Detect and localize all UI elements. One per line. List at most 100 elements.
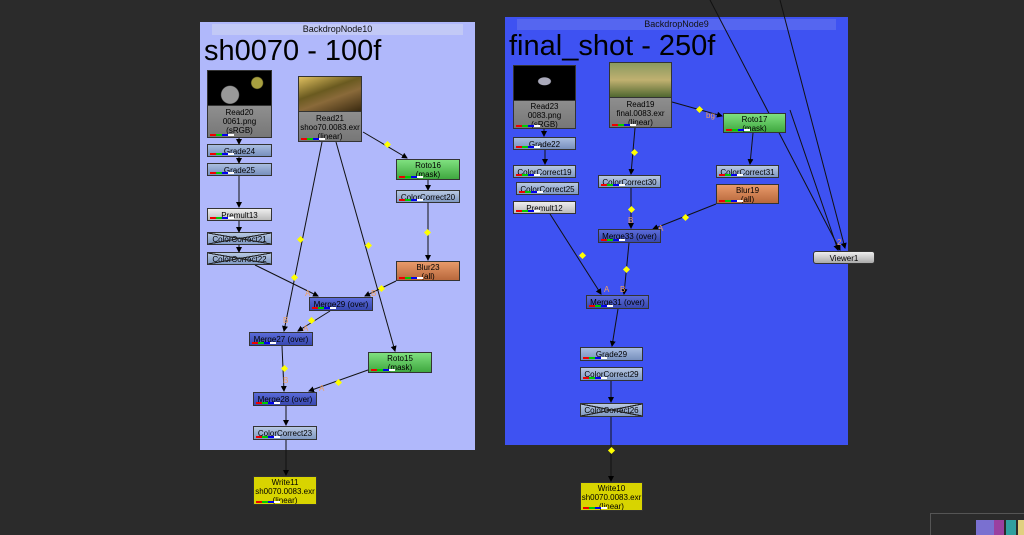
node-label: Read20: [225, 108, 254, 117]
node-label: ColorCorrect20: [400, 193, 456, 202]
node-file: shoo70.0083.exr: [300, 123, 360, 132]
node-label: ColorCorrect22: [212, 255, 267, 264]
node-viewer1[interactable]: Viewer1: [813, 251, 875, 264]
node-premult12[interactable]: Premult12: [513, 201, 576, 214]
node-colorcorrect23[interactable]: ColorCorrect23: [253, 426, 317, 440]
backdrop-title: BackdropNode9: [517, 19, 836, 30]
input-b-label: B: [283, 376, 289, 385]
node-label: Premult13: [221, 211, 258, 220]
node-merge28[interactable]: Merge28 (over): [253, 392, 317, 406]
thumbnail: [514, 66, 575, 101]
node-label: Roto17: [741, 115, 768, 124]
node-label: Blur19: [735, 186, 760, 195]
thumbnail: [610, 63, 671, 98]
node-label: Merge29 (over): [313, 300, 369, 309]
node-label: Grade22: [528, 140, 561, 149]
input-a-label: A: [305, 289, 311, 298]
node-colorcorrect29[interactable]: ColorCorrect29: [580, 367, 643, 381]
minimap-node-preview: [976, 520, 994, 535]
input-a-label: A: [658, 224, 663, 233]
node-colorcorrect25[interactable]: ColorCorrect25: [516, 182, 579, 195]
node-file: 0083.png: [527, 111, 562, 120]
node-label: Read19: [626, 100, 655, 109]
node-blur19[interactable]: Blur19(all): [716, 184, 779, 204]
input-b-label: B: [283, 316, 289, 325]
node-label: ColorCorrect21: [212, 235, 267, 244]
node-colorcorrect20[interactable]: ColorCorrect20: [396, 190, 460, 203]
node-sublabel: (all): [740, 195, 755, 204]
node-grade29[interactable]: Grade29: [580, 347, 643, 361]
node-sublabel: (mask): [387, 363, 413, 372]
thumbnail: [299, 77, 361, 112]
node-colorspace: (linear): [599, 502, 624, 511]
node-label: Merge28 (over): [257, 395, 313, 404]
node-sublabel: (mask): [742, 124, 767, 133]
node-file: 0061.png: [222, 117, 257, 126]
node-merge29[interactable]: Merge29 (over): [309, 297, 373, 311]
node-file: final.0083.exr: [616, 109, 665, 118]
node-label: ColorCorrect31: [720, 168, 775, 177]
minimap-node-preview: [1018, 520, 1024, 535]
node-label: ColorCorrect25: [520, 185, 575, 194]
node-label: Write10: [597, 484, 626, 493]
input-b-label: B: [620, 285, 626, 294]
node-label: Grade24: [223, 147, 256, 156]
node-read21[interactable]: Read21 shoo70.0083.exr (linear): [298, 76, 362, 142]
node-label: ColorCorrect29: [584, 370, 639, 379]
node-colorcorrect31[interactable]: ColorCorrect31: [716, 165, 779, 178]
input-a-label: A: [604, 285, 610, 294]
minimap-node-preview: [994, 520, 1004, 535]
input-a-label: A: [303, 324, 309, 333]
node-roto17[interactable]: Roto17(mask): [723, 113, 786, 133]
node-read20[interactable]: Read20 0061.png (sRGB): [207, 70, 272, 138]
node-colorcorrect21-disabled[interactable]: ColorCorrect21: [207, 232, 272, 245]
node-label: ColorCorrect30: [602, 178, 657, 187]
node-premult13[interactable]: Premult13: [207, 208, 272, 221]
node-label: ColorCorrect23: [257, 429, 313, 438]
node-blur23[interactable]: Blur23(all): [396, 261, 460, 281]
node-label: Merge31 (over): [590, 298, 645, 307]
node-label: Roto15: [387, 354, 413, 363]
node-colorspace: (linear): [272, 496, 298, 505]
node-sublabel: (mask): [415, 170, 441, 179]
node-merge27[interactable]: Merge27 (over): [249, 332, 313, 346]
node-colorspace: (sRGB): [226, 126, 253, 135]
node-colorcorrect26-disabled[interactable]: ColorCorrect26: [580, 403, 643, 417]
node-file: sh0070.0083.exr: [255, 487, 315, 496]
node-label: ColorCorrect26: [584, 406, 639, 415]
navigator-minimap[interactable]: [930, 513, 1024, 535]
node-merge31[interactable]: Merge31 (over): [586, 295, 649, 309]
node-merge33[interactable]: Merge33 (over): [598, 229, 661, 243]
node-read23[interactable]: Read23 0083.png (sRGB): [513, 65, 576, 129]
node-label: Merge33 (over): [602, 232, 657, 241]
node-label: Viewer1: [829, 254, 859, 263]
node-label: Premult12: [526, 204, 563, 213]
thumbnail: [208, 71, 271, 106]
node-grade22[interactable]: Grade22: [513, 137, 576, 150]
node-label: Read21: [315, 114, 345, 123]
backdrop-label: sh0070 - 100f: [204, 35, 382, 67]
node-colorcorrect22-disabled[interactable]: ColorCorrect22: [207, 252, 272, 265]
node-label: Blur23: [416, 263, 440, 272]
node-grade24[interactable]: Grade24: [207, 144, 272, 157]
node-label: Merge27 (over): [253, 335, 309, 344]
node-read19[interactable]: Read19 final.0083.exr (linear): [609, 62, 672, 128]
node-label: ColorCorrect19: [517, 168, 572, 177]
node-label: Read23: [530, 102, 559, 111]
node-colorspace: (linear): [628, 118, 653, 127]
node-label: Grade29: [595, 350, 628, 359]
input-b-label: B: [628, 216, 634, 225]
input-b-label: B: [371, 289, 377, 298]
node-sublabel: (all): [421, 272, 435, 281]
viewer-input-label: 2: [837, 238, 842, 247]
node-roto16[interactable]: Roto16(mask): [396, 159, 460, 180]
node-label: Write11: [271, 478, 299, 487]
input-a-label: A: [319, 384, 325, 393]
node-colorcorrect30[interactable]: ColorCorrect30: [598, 175, 661, 188]
node-grade25[interactable]: Grade25: [207, 163, 272, 176]
node-roto15[interactable]: Roto15(mask): [368, 352, 432, 373]
node-colorcorrect19[interactable]: ColorCorrect19: [513, 165, 576, 178]
node-colorspace: (linear): [317, 132, 343, 141]
